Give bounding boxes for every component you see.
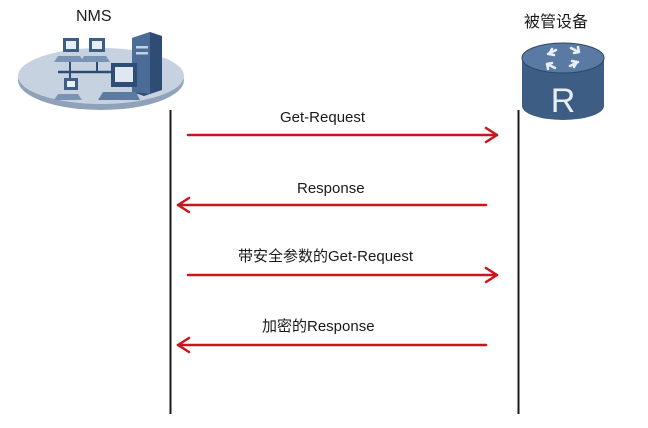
- message-arrow-4: [176, 336, 488, 354]
- message-label-4: 加密的Response: [262, 318, 375, 335]
- message-label-3: 带安全参数的Get-Request: [238, 248, 414, 265]
- message-arrow-2: [176, 196, 488, 214]
- message-arrow-3: [186, 266, 499, 284]
- nms-icon: [18, 32, 184, 110]
- message-label-2: Response: [297, 180, 365, 197]
- router-icon: R: [521, 42, 605, 120]
- router-glyph: R: [551, 82, 576, 120]
- nms-label: NMS: [76, 8, 112, 25]
- message-label-1: Get-Request: [280, 109, 366, 126]
- managed-device-label: 被管设备: [524, 14, 589, 31]
- message-arrow-1: [186, 126, 499, 144]
